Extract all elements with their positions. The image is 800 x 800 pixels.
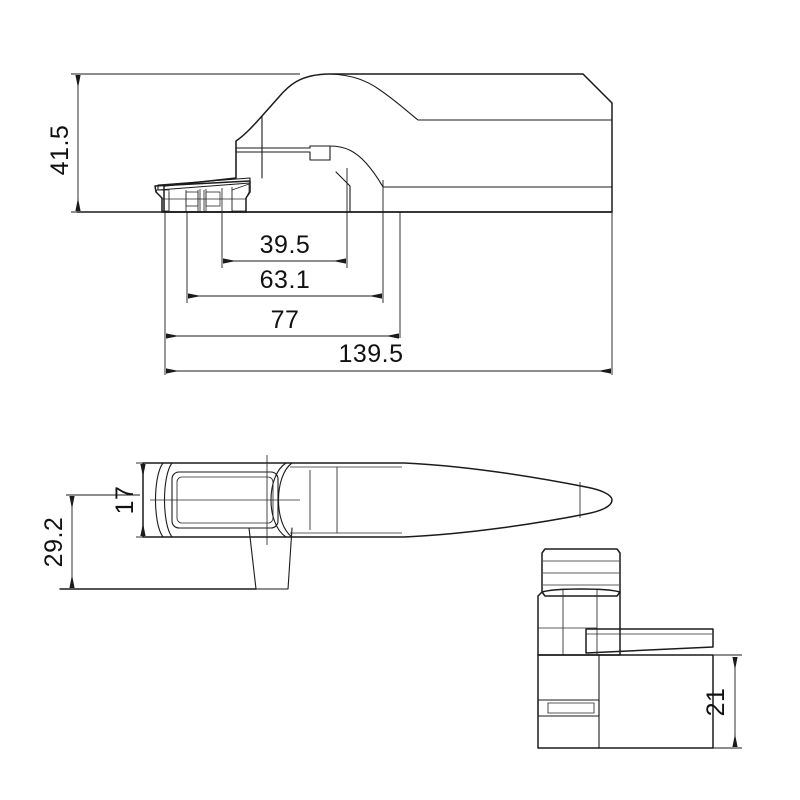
side-elevation-view: 41.5 39.5 63.1 77 139.5 xyxy=(46,73,613,375)
dimension-39-5-label: 39.5 xyxy=(260,231,311,259)
dimension-77: 77 xyxy=(166,306,399,339)
dimension-63-1-label: 63.1 xyxy=(260,266,311,294)
dimension-77-label: 77 xyxy=(271,306,300,334)
dimension-139-5: 139.5 xyxy=(166,340,611,374)
base-flare-right xyxy=(335,171,351,213)
end-slot-outer xyxy=(537,699,600,717)
plan-view: 17 29.2 xyxy=(40,455,613,590)
rosette-section xyxy=(154,177,251,213)
end-lever-arm xyxy=(585,628,714,654)
dimension-29-2: 29.2 xyxy=(40,496,75,588)
dimension-39-5: 39.5 xyxy=(223,231,346,264)
end-elevation-view: 21 xyxy=(537,548,742,749)
lever-top-fold xyxy=(329,73,613,121)
dimension-63-1: 63.1 xyxy=(188,266,382,299)
dimension-17: 17 xyxy=(111,464,146,536)
dimension-41-5: 41.5 xyxy=(46,75,81,211)
dimension-21-label: 21 xyxy=(702,688,730,717)
plan-handle-outline xyxy=(142,462,613,538)
plan-stem-leg-right xyxy=(287,527,293,590)
dimension-139-5-label: 139.5 xyxy=(338,340,403,368)
dimension-29-2-label: 29.2 xyxy=(40,517,68,568)
lever-upper-contour xyxy=(582,73,613,104)
rosette-top-dot-band xyxy=(157,177,251,191)
neck-step-detail xyxy=(235,151,331,161)
rosette-center-stem xyxy=(197,190,205,212)
handle-body-outline xyxy=(163,73,613,213)
dimension-41-5-label: 41.5 xyxy=(46,125,74,176)
end-slot-inner xyxy=(547,702,595,714)
end-cap-outline xyxy=(541,548,621,597)
rosette-hatch-left xyxy=(155,189,170,212)
dimension-17-label: 17 xyxy=(111,486,139,515)
dimension-21: 21 xyxy=(702,657,738,747)
plan-stem-leg-left xyxy=(248,527,257,590)
end-barrel-outline xyxy=(537,588,621,656)
end-lower-block xyxy=(537,654,714,749)
